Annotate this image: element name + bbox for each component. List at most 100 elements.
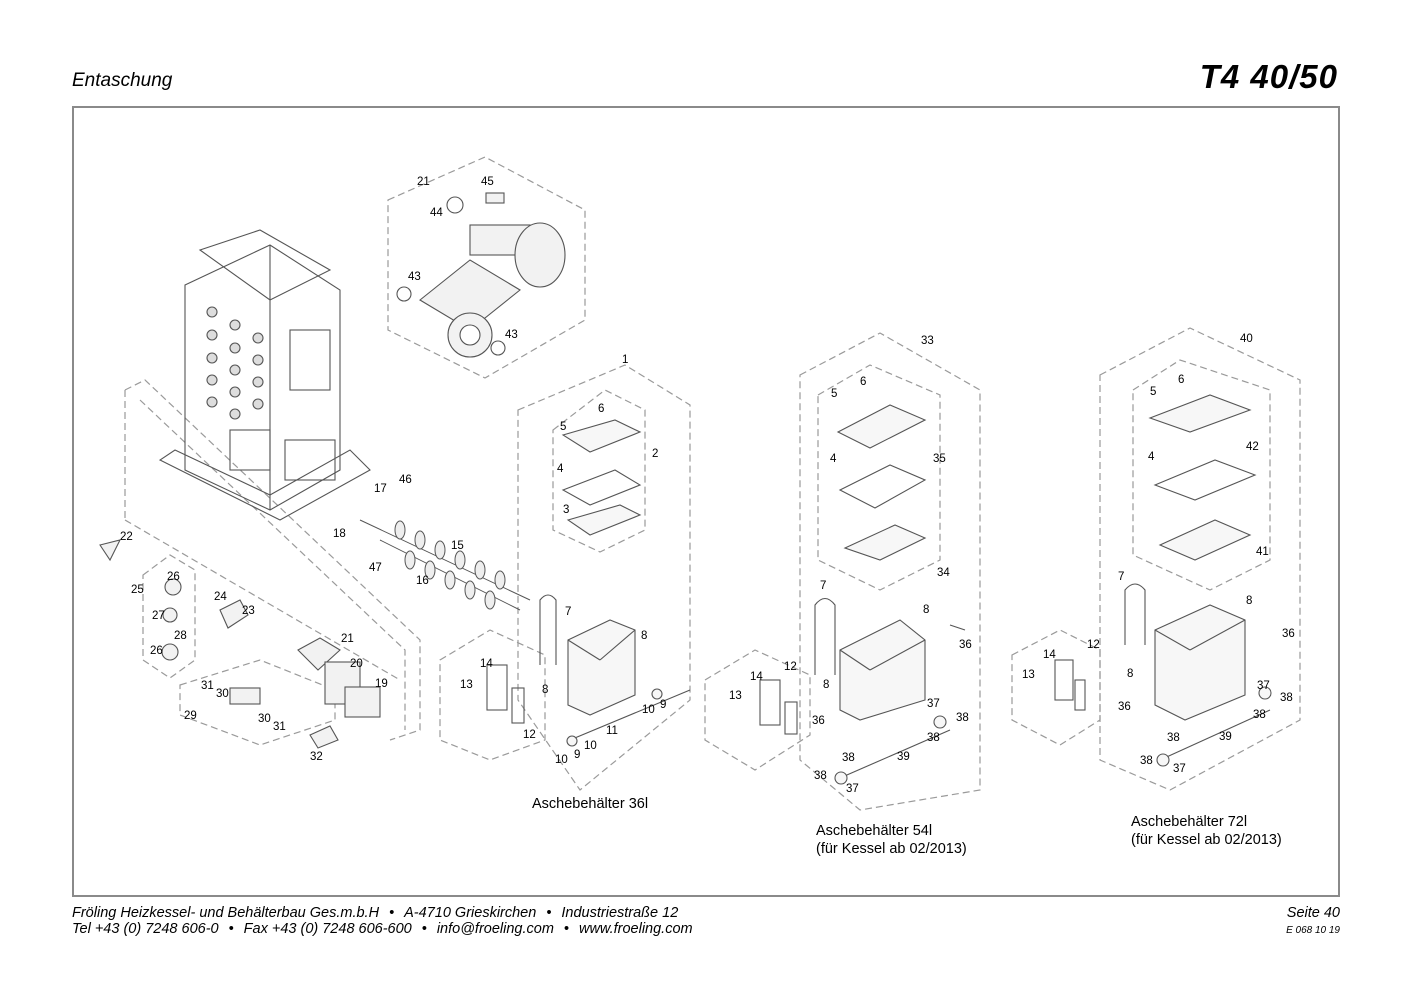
container-54l xyxy=(759,404,966,785)
part-label: 19 xyxy=(375,678,388,690)
part-label: 5 xyxy=(1150,386,1156,398)
part-label: 13 xyxy=(729,690,742,702)
part-label: 22 xyxy=(120,531,133,543)
part-label: 36 xyxy=(1118,701,1131,713)
section-title: Entaschung xyxy=(72,70,173,91)
part-label: 45 xyxy=(481,176,494,188)
part-label: 7 xyxy=(565,606,571,618)
footer-phone: Tel +43 (0) 7248 606-0 xyxy=(72,921,219,937)
part-label: 30 xyxy=(258,713,271,725)
part-label: 42 xyxy=(1246,441,1259,453)
part-label: 38 xyxy=(1167,732,1180,744)
part-label: 38 xyxy=(1253,709,1266,721)
part-label: 38 xyxy=(927,732,940,744)
caption-36l: Aschebehälter 36l xyxy=(532,796,649,812)
part-label: 40 xyxy=(1240,333,1253,345)
caption-54l-note: (für Kessel ab 02/2013) xyxy=(816,841,967,857)
part-label: 31 xyxy=(273,721,286,733)
part-label: 43 xyxy=(408,271,421,283)
part-label: 25 xyxy=(131,584,144,596)
part-label: 43 xyxy=(505,329,518,341)
part-label: 8 xyxy=(542,684,548,696)
group-72l-outline xyxy=(1099,327,1301,791)
part-label: 31 xyxy=(201,680,214,692)
footer-web[interactable]: www.froeling.com xyxy=(578,921,693,937)
part-label: 29 xyxy=(184,710,197,722)
part-label: 7 xyxy=(1118,571,1124,583)
duct-dash-left xyxy=(124,379,421,741)
footer-line-1: Fröling Heizkessel- und Behälterbau Ges.… xyxy=(72,905,679,921)
part-label: 36 xyxy=(959,639,972,651)
page-number: Seite 40 xyxy=(1286,905,1340,921)
part-label: 30 xyxy=(216,688,229,700)
part-label: 8 xyxy=(641,630,647,642)
model-title: T4 40/50 xyxy=(1199,58,1338,95)
doc-code: E 068 10 19 xyxy=(1286,925,1340,936)
part-label: 36 xyxy=(812,715,825,727)
container-72l xyxy=(1054,394,1272,767)
footer-street: Industriestraße 12 xyxy=(561,905,679,921)
part-label: 37 xyxy=(927,698,940,710)
part-label: 32 xyxy=(310,751,323,763)
part-label: 27 xyxy=(152,610,165,622)
part-label: 35 xyxy=(933,453,946,465)
part-label: 47 xyxy=(369,562,382,574)
group-72l-handle-outline xyxy=(1011,629,1101,746)
part-label: 21 xyxy=(341,633,354,645)
footer-company: Fröling Heizkessel- und Behälterbau Ges.… xyxy=(72,905,380,921)
drawing-frame xyxy=(72,106,1340,897)
caption-54l: Aschebehälter 54l xyxy=(816,823,933,839)
part-label: 8 xyxy=(923,604,929,616)
part-label: 9 xyxy=(660,699,666,711)
drive-axle-outline xyxy=(179,659,336,746)
part-label: 12 xyxy=(523,729,536,741)
part-label: 26 xyxy=(150,645,163,657)
part-label: 24 xyxy=(214,591,227,603)
part-label: 20 xyxy=(350,658,363,670)
part-label: 10 xyxy=(642,704,655,716)
footer-line-2: Tel +43 (0) 7248 606-0•Fax +43 (0) 7248 … xyxy=(72,921,693,937)
part-label: 4 xyxy=(830,453,837,465)
part-label: 37 xyxy=(1257,680,1270,692)
group-54l-outline xyxy=(799,332,981,811)
part-label: 44 xyxy=(430,207,443,219)
part-label: 36 xyxy=(1282,628,1295,640)
part-label: 11 xyxy=(606,725,618,737)
part-label: 18 xyxy=(333,528,346,540)
part-label: 14 xyxy=(750,671,763,683)
part-label: 6 xyxy=(860,376,866,388)
duct-dash-right xyxy=(139,399,406,730)
part-label: 17 xyxy=(374,483,387,495)
group-54l-handle-outline xyxy=(704,649,811,771)
part-label: 13 xyxy=(460,679,473,691)
part-label: 13 xyxy=(1022,669,1035,681)
part-label: 15 xyxy=(451,540,464,552)
part-label: 5 xyxy=(831,388,837,400)
part-label: 23 xyxy=(242,605,255,617)
group-72l-lid-outline xyxy=(1132,359,1271,591)
footer-email[interactable]: info@froeling.com xyxy=(436,921,554,937)
part-label: 12 xyxy=(1087,639,1100,651)
part-label: 26 xyxy=(167,571,180,583)
part-label: 2 xyxy=(652,448,658,460)
part-label: 28 xyxy=(174,630,187,642)
footer-fax: Fax +43 (0) 7248 606-600 xyxy=(243,921,412,937)
part-label: 41 xyxy=(1256,546,1269,558)
part-label: 14 xyxy=(1043,649,1056,661)
boiler-body xyxy=(158,229,371,521)
part-label: 5 xyxy=(560,421,566,433)
part-label: 1 xyxy=(622,354,628,366)
part-label: 8 xyxy=(823,679,829,691)
part-label: 37 xyxy=(1173,763,1186,775)
auger-shafts xyxy=(359,519,531,611)
part-label: 38 xyxy=(1280,692,1293,704)
part-label: 38 xyxy=(814,770,827,782)
drive-sprocket-outline xyxy=(142,554,196,679)
caption-72l: Aschebehälter 72l xyxy=(1131,814,1248,830)
container-36l xyxy=(486,419,691,747)
part-label: 10 xyxy=(555,754,568,766)
part-label: 12 xyxy=(784,661,797,673)
part-label: 38 xyxy=(1140,755,1153,767)
left-drive xyxy=(99,539,381,749)
